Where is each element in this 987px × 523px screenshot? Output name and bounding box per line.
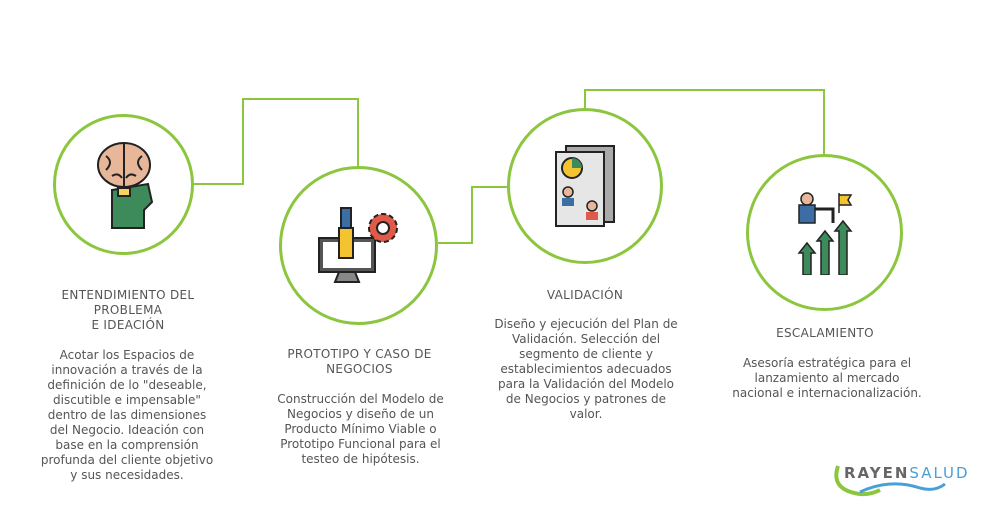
logo-swoosh bbox=[834, 465, 946, 497]
step-2-description: Construcción del Modelo de Negocios y di… bbox=[277, 392, 444, 466]
title-line: VALIDACIÓN bbox=[546, 288, 624, 302]
logo-text-salud: SALUD bbox=[909, 464, 970, 482]
step-4-circle bbox=[746, 154, 903, 311]
title-line: ESCALAMIENTO bbox=[776, 326, 874, 340]
rayensalud-logo: RAYENSALUD bbox=[830, 460, 968, 500]
step-3-circle bbox=[507, 108, 663, 264]
report-document-icon bbox=[555, 145, 615, 227]
growth-arrows-icon bbox=[796, 191, 853, 275]
connector-2-3 bbox=[438, 186, 507, 244]
step-2-title: PROTOTIPO Y CASO DE NEGOCIOS bbox=[262, 347, 457, 377]
title-line: E IDEACIÓN bbox=[91, 318, 165, 332]
step-1-description: Acotar los Espacios de innovación a trav… bbox=[40, 348, 214, 482]
step-4-title: ESCALAMIENTO bbox=[735, 326, 915, 341]
logo-text-rayen: RAYEN bbox=[844, 464, 910, 482]
step-1-circle bbox=[53, 114, 194, 255]
connector-1-2 bbox=[193, 98, 359, 185]
step-2-circle bbox=[279, 166, 438, 325]
step-4-description: Asesoría estratégica para el lanzamiento… bbox=[732, 356, 922, 400]
connector-3-4 bbox=[584, 89, 825, 154]
title-line: PROBLEMA bbox=[93, 303, 163, 317]
title-line: PROTOTIPO Y CASO DE bbox=[287, 347, 432, 361]
brain-head-icon bbox=[96, 141, 153, 229]
prototype-tools-icon bbox=[317, 206, 398, 283]
title-line: NEGOCIOS bbox=[326, 362, 393, 376]
title-line: ENTENDIMIENTO DEL bbox=[61, 288, 195, 302]
step-3-title: VALIDACIÓN bbox=[495, 288, 675, 303]
step-1-title: ENTENDIMIENTO DEL PROBLEMA E IDEACIÓN bbox=[28, 288, 228, 333]
step-3-description: Diseño y ejecución del Plan de Validació… bbox=[494, 317, 678, 421]
